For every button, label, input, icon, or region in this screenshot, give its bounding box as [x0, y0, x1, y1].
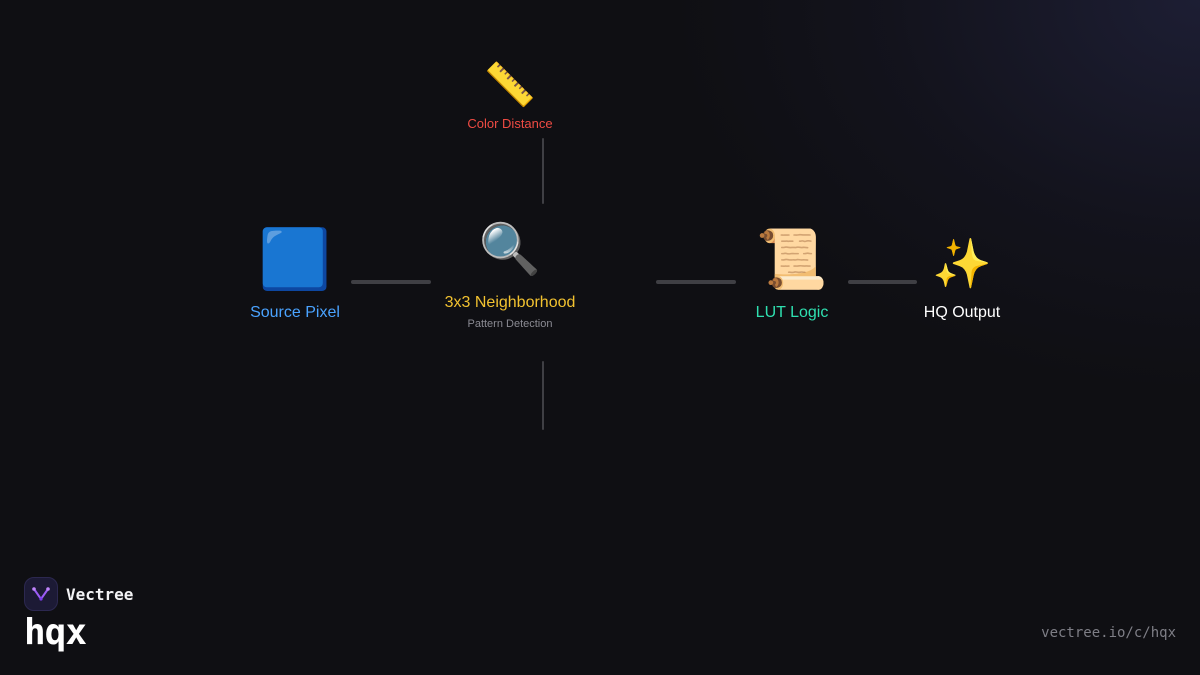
vectree-logo-icon[interactable] — [24, 577, 58, 611]
edge-source-pixel-to-neighborhood — [351, 280, 431, 284]
scroll-icon: 📜 — [755, 225, 829, 293]
node-label-neighborhood: 3x3 Neighborhood — [444, 294, 576, 311]
node-hq-output: ✨ HQ Output — [924, 240, 1000, 322]
node-label-color-distance: Color Distance — [467, 116, 553, 131]
node-label-lut: LUT Logic — [755, 304, 829, 321]
project-title: hqx — [24, 612, 87, 653]
brand-row: Vectree — [24, 577, 133, 611]
brand-block: Vectree hqx — [24, 577, 133, 651]
node-neighborhood: 🔍 3x3 Neighborhood Pattern Detection — [445, 224, 576, 330]
brand-name: Vectree — [66, 584, 134, 604]
node-lut: 📜 LUT Logic — [756, 230, 829, 322]
node-source-pixel: 🟦 Source Pixel — [250, 230, 340, 322]
node-label-hq-output: HQ Output — [923, 304, 1001, 321]
footer-url-link[interactable]: vectree.io/c/hqx — [1041, 625, 1176, 641]
sparkles-icon: ✨ — [932, 236, 992, 292]
edge-neighborhood-to-lut — [656, 280, 736, 284]
edge-lut-to-hq-output — [848, 280, 917, 284]
node-label-source-pixel: Source Pixel — [250, 304, 340, 321]
edge-neighborhood-down — [542, 361, 544, 430]
magnifier-icon: 🔍 — [478, 220, 542, 278]
node-sublabel-neighborhood: Pattern Detection — [467, 318, 553, 330]
edge-color-distance-to-neighborhood — [542, 138, 544, 204]
ruler-icon: 📏 — [483, 60, 537, 109]
vectree-logo-mark — [32, 587, 50, 601]
node-color-distance: 📏 Color Distance — [467, 60, 553, 132]
blue-square-icon: 🟦 — [258, 225, 332, 293]
